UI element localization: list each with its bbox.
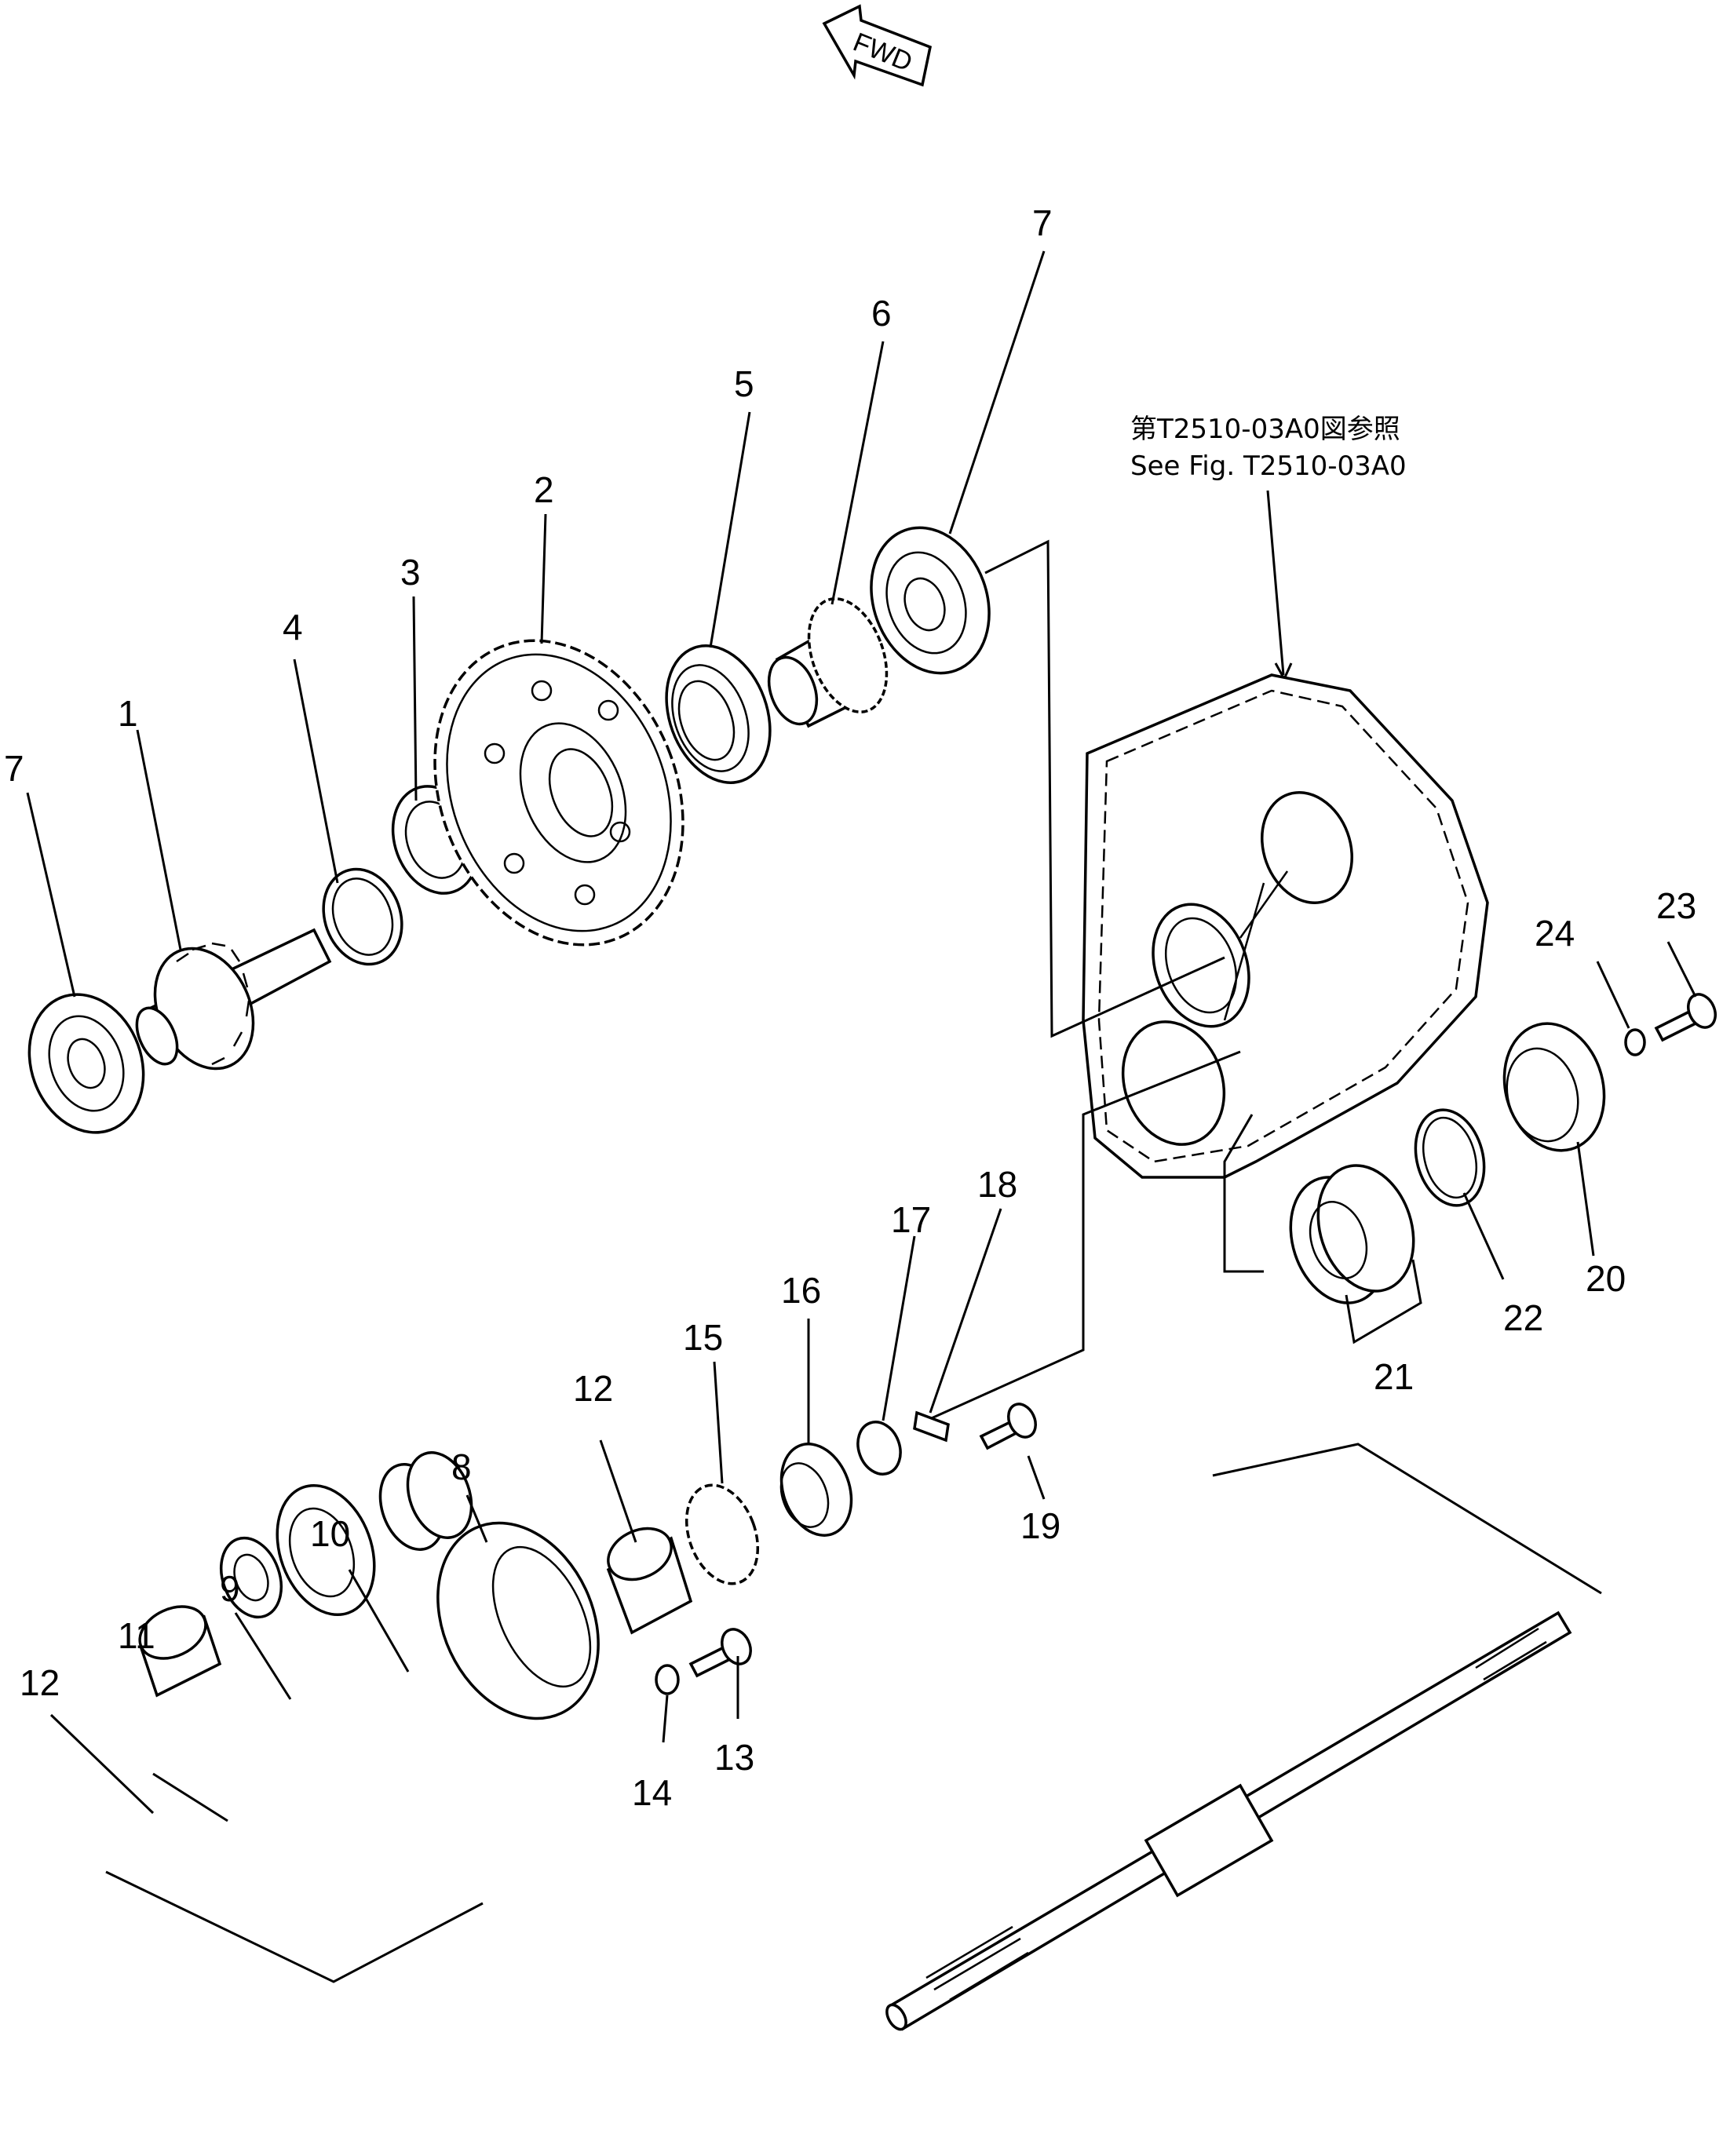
callout-17: 17	[891, 1199, 931, 1240]
bolt-19	[979, 1403, 1037, 1450]
washer-24	[1624, 1028, 1646, 1056]
bolt-23	[1654, 993, 1717, 1042]
callout-18: 18	[977, 1164, 1017, 1205]
callout-21: 21	[1374, 1356, 1414, 1397]
reference-note-en: See Fig. T2510-03A0	[1130, 451, 1407, 482]
bolt-13	[688, 1628, 752, 1678]
callout-16: 16	[781, 1270, 821, 1311]
gear-15	[684, 1483, 760, 1585]
fwd-arrow-icon: FWD	[822, 4, 933, 87]
plate-17	[856, 1421, 902, 1476]
callout-10: 10	[310, 1513, 350, 1554]
bracket-shaft	[1212, 1443, 1602, 1595]
sleeve-12-right	[606, 1527, 693, 1635]
callout-20: 20	[1586, 1258, 1626, 1299]
o-ring-22	[1414, 1108, 1486, 1207]
collar-10	[378, 1451, 473, 1551]
sleeve-12-left	[138, 1605, 222, 1698]
output-shaft	[885, 1611, 1572, 2031]
callout-12-left: 12	[20, 1662, 60, 1703]
callout-2: 2	[534, 469, 554, 510]
callout-4: 4	[283, 607, 303, 648]
bearing-16	[779, 1443, 853, 1537]
housing-case	[1082, 673, 1489, 1179]
reference-note-jp: 第T2510-03A0図参照	[1130, 414, 1400, 445]
callout-7-left: 7	[4, 748, 24, 789]
leader-lines	[26, 250, 1697, 1822]
washer-11	[220, 1536, 283, 1619]
callout-14: 14	[632, 1772, 672, 1813]
callout-22: 22	[1503, 1297, 1543, 1338]
callout-1: 1	[118, 693, 138, 734]
assembly-line-seal	[1223, 1114, 1264, 1273]
callout-6: 6	[871, 293, 892, 334]
assembly-line-mid	[925, 1050, 1241, 1422]
callout-12-right: 12	[573, 1368, 613, 1409]
callout-3: 3	[400, 552, 421, 593]
callout-7-right: 7	[1032, 202, 1053, 243]
callout-9: 9	[220, 1568, 240, 1609]
callout-8: 8	[451, 1446, 472, 1487]
gear-collar-6	[767, 597, 889, 728]
callout-15: 15	[683, 1317, 723, 1358]
bearing-9	[276, 1483, 376, 1617]
snap-ring-4	[322, 867, 403, 966]
callout-19: 19	[1020, 1505, 1060, 1546]
callout-24: 24	[1535, 913, 1575, 954]
retainer-8	[436, 1521, 600, 1720]
bearing-7-right	[870, 526, 991, 675]
cover-20	[1502, 1022, 1606, 1152]
callout-11: 11	[118, 1615, 155, 1656]
pinion-shaft-1	[135, 928, 332, 1071]
washer-14	[655, 1664, 680, 1695]
callout-23: 23	[1656, 885, 1696, 926]
bracket-lower-left	[105, 1870, 484, 1983]
shims-21	[1289, 1164, 1422, 1344]
lock-plate-18	[913, 1410, 950, 1443]
reference-leader	[1266, 490, 1285, 676]
bearing-7-left	[27, 993, 145, 1134]
large-gear-2	[433, 639, 684, 947]
assembly-line-top	[984, 539, 1225, 1038]
needle-bearing-5	[665, 644, 772, 784]
callout-5: 5	[734, 363, 754, 404]
callout-13: 13	[714, 1737, 754, 1778]
